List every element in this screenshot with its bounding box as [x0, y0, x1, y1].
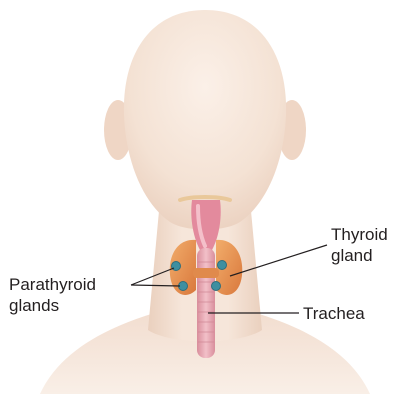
trachea-label: Trachea [303, 303, 365, 324]
thyroid-label-line1: Thyroid [331, 224, 388, 245]
thyroid-label-line2: gland [331, 245, 388, 266]
parathyroid-label-line1: Parathyroid [9, 274, 96, 295]
parathyroid-glands-label: Parathyroid glands [9, 274, 96, 316]
thyroid-isthmus [193, 268, 219, 278]
parathyroid-label-line2: glands [9, 295, 96, 316]
parathyroid-upper-right [218, 261, 227, 270]
parathyroid-upper-left [172, 262, 181, 271]
parathyroid-lower-right [212, 282, 221, 291]
trachea-label-text: Trachea [303, 303, 365, 324]
thyroid-gland-label: Thyroid gland [331, 224, 388, 266]
